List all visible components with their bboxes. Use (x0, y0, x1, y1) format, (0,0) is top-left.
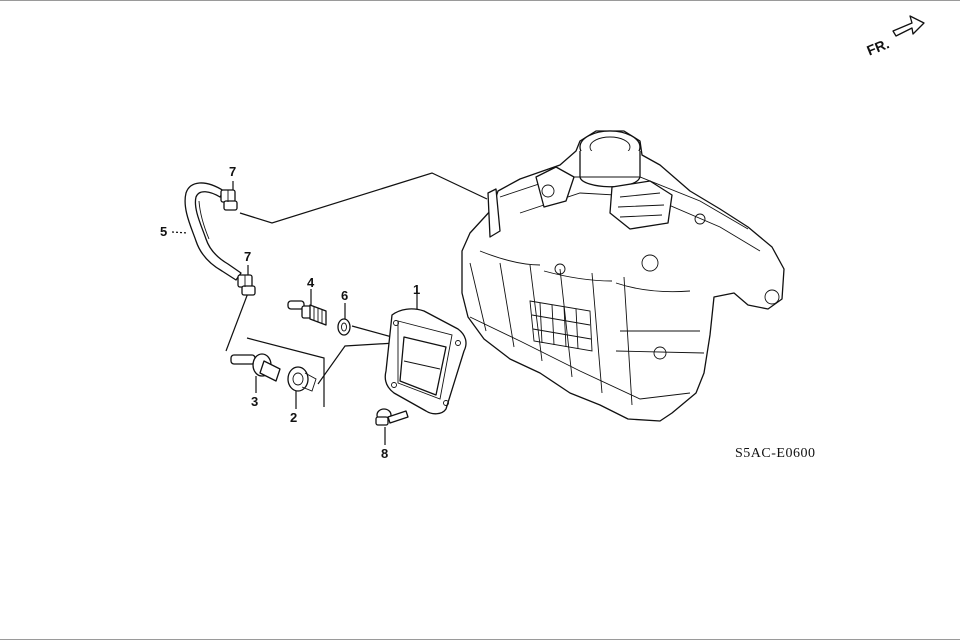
callout-5: 5 (160, 224, 167, 239)
intake-manifold (461, 130, 785, 422)
direction-label: FR. (864, 35, 891, 58)
diagram-code: S5AC-E0600 (735, 446, 815, 461)
front-direction-indicator: FR. (864, 15, 925, 59)
separator-cover (384, 308, 467, 415)
callout-2: 2 (290, 410, 297, 425)
o-ring (337, 318, 351, 336)
callout-7-upper: 7 (229, 164, 236, 179)
breather-hose (184, 182, 242, 281)
flange-bolt (375, 408, 409, 426)
leader-lines (171, 172, 488, 445)
pcv-joint (230, 353, 281, 382)
pcv-grommet (287, 366, 317, 392)
callout-7-lower: 7 (244, 249, 251, 264)
callout-6: 6 (341, 288, 348, 303)
callout-8: 8 (381, 446, 388, 461)
callout-labels: 1 2 3 4 5 6 7 7 8 (160, 164, 420, 461)
callout-3: 3 (251, 394, 258, 409)
callout-4: 4 (307, 275, 315, 290)
hose-clamp-upper (220, 189, 238, 211)
callout-1: 1 (413, 282, 420, 297)
pcv-valve (287, 300, 327, 326)
arrow-icon (892, 15, 925, 37)
hose-clamp-lower (237, 274, 256, 296)
